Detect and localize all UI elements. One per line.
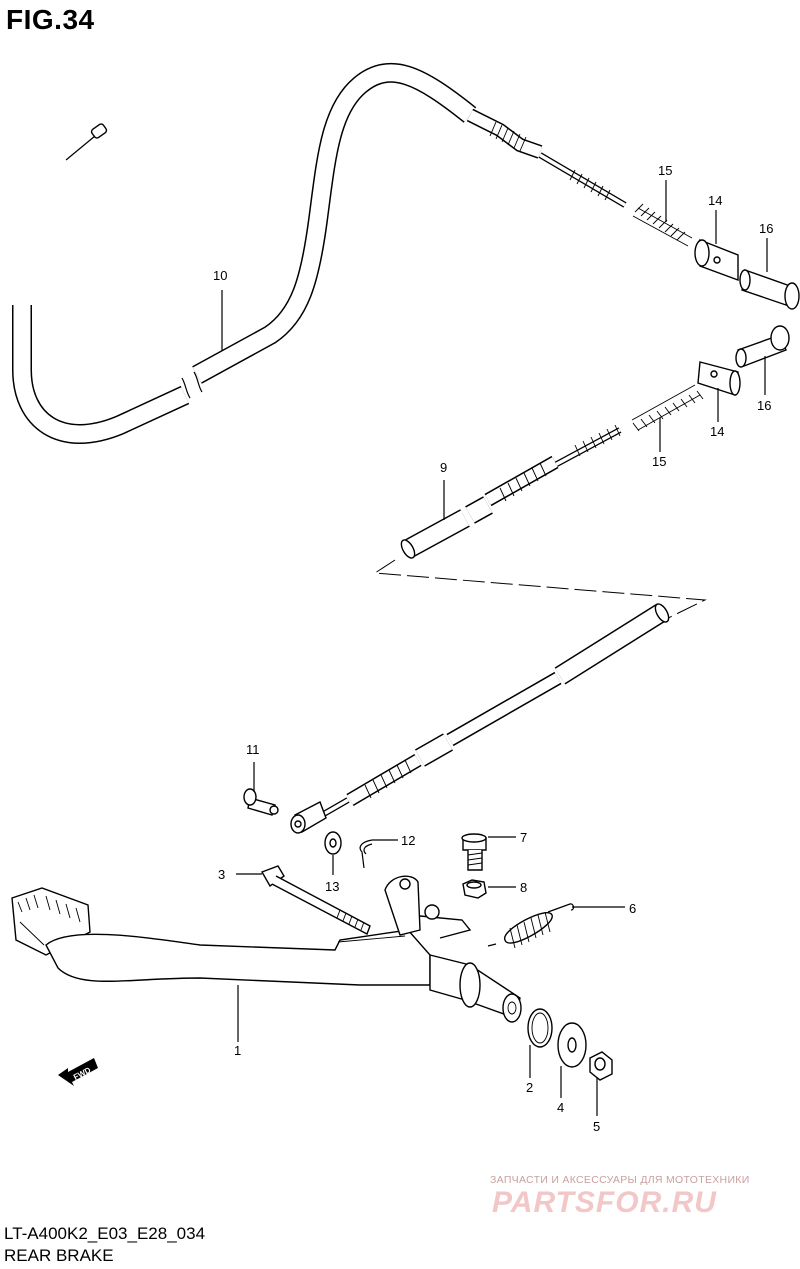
cable-joint-14-lower[interactable] — [697, 361, 741, 396]
callout-16-lower: 16 — [757, 398, 771, 413]
callout-5: 5 — [593, 1119, 600, 1134]
fwd-arrow-icon: FWD — [58, 1058, 98, 1086]
leader-lines — [221, 180, 768, 1116]
spring-15-lower[interactable] — [631, 384, 704, 432]
callout-1: 1 — [234, 1043, 241, 1058]
callout-13: 13 — [325, 879, 339, 894]
cable-9[interactable] — [290, 424, 707, 834]
figure-title: FIG.34 — [6, 4, 95, 35]
watermark-logo: PARTSFOR.RU — [492, 1186, 717, 1219]
callout-12: 12 — [401, 833, 415, 848]
return-spring-6[interactable] — [487, 903, 575, 949]
section-name: REAR BRAKE — [4, 1246, 114, 1265]
callout-9: 9 — [440, 460, 447, 475]
callout-4: 4 — [557, 1100, 564, 1115]
washer-13[interactable] — [324, 831, 342, 855]
watermark-tagline: ЗАПЧАСТИ И АКСЕССУАРЫ ДЛЯ МОТОТЕХНИКИ — [490, 1174, 750, 1186]
callout-6: 6 — [629, 901, 636, 916]
callout-15-top: 15 — [658, 163, 672, 178]
callout-10: 10 — [213, 268, 227, 283]
cotter-pin-12[interactable] — [359, 839, 373, 869]
model-code: LT-A400K2_E03_E28_034 — [4, 1224, 206, 1243]
o-ring-2[interactable] — [527, 1008, 553, 1048]
callout-14-lower: 14 — [710, 424, 724, 439]
spring-15-top[interactable] — [632, 203, 693, 247]
nut-8[interactable] — [462, 879, 487, 899]
pivot-bolt-3[interactable] — [260, 865, 371, 935]
nut-5[interactable] — [589, 1051, 613, 1081]
callout-15-lower: 15 — [652, 454, 666, 469]
bolt-7[interactable] — [461, 833, 487, 871]
callout-16-top: 16 — [759, 221, 773, 236]
callout-labels: 10 15 14 16 16 14 15 9 11 12 13 7 8 3 6 … — [213, 163, 773, 1134]
callout-14-top: 14 — [708, 193, 722, 208]
clevis-pin-11[interactable] — [243, 788, 279, 816]
pin-16-lower[interactable] — [735, 325, 790, 368]
callout-8: 8 — [520, 880, 527, 895]
callout-11: 11 — [246, 742, 260, 757]
pin-16-top[interactable] — [739, 269, 800, 310]
callout-3: 3 — [218, 867, 225, 882]
callout-7: 7 — [520, 830, 527, 845]
washer-4[interactable] — [557, 1022, 587, 1068]
cable-joint-14-top[interactable] — [694, 238, 739, 282]
brake-pedal-1[interactable] — [11, 875, 522, 1023]
callout-2: 2 — [526, 1080, 533, 1095]
cable-10[interactable] — [12, 62, 627, 444]
